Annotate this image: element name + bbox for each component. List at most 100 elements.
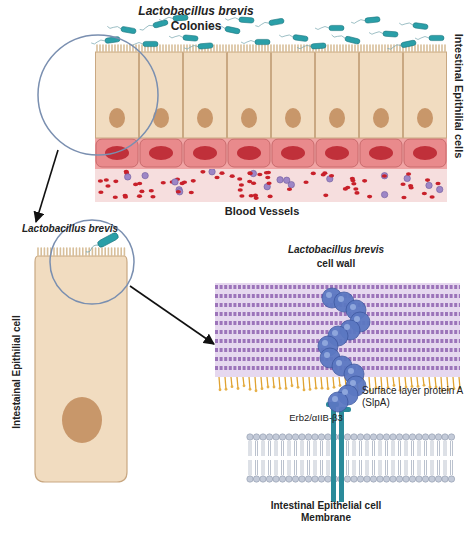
lipid-tail <box>426 441 427 456</box>
white-blood-cell <box>381 191 387 197</box>
white-blood-cell <box>437 186 443 192</box>
microvillus <box>294 45 296 52</box>
microvillus <box>108 45 110 52</box>
microvillus <box>141 45 143 52</box>
red-blood-cell <box>265 176 270 180</box>
microvillus <box>306 45 308 52</box>
red-blood-cell <box>139 190 144 194</box>
microvillus <box>165 45 167 52</box>
lipid-head <box>429 476 435 482</box>
lipid-head <box>383 476 389 482</box>
white-blood-cell <box>142 172 148 178</box>
microvillus <box>279 45 281 52</box>
white-blood-cell <box>277 177 283 183</box>
microvillus <box>354 45 356 52</box>
microvillus <box>60 248 62 256</box>
microvillus <box>342 45 344 52</box>
lipid-tail <box>288 441 289 456</box>
microvillus <box>124 248 126 256</box>
microvillus <box>432 45 434 52</box>
bacteria-colony <box>91 15 444 51</box>
lipid-tail <box>257 441 258 456</box>
microvillus <box>99 45 101 52</box>
microvillus <box>240 45 242 52</box>
lipid-tail <box>418 460 419 475</box>
red-blood-cell <box>150 195 155 199</box>
microvillus <box>79 248 81 256</box>
flagellum <box>297 45 311 49</box>
flagellum <box>351 19 365 23</box>
bacterium <box>315 25 344 30</box>
surface-chain-end <box>249 388 252 391</box>
text-label: Surface layer protein A (SlpA) <box>362 385 474 409</box>
protein-highlight <box>324 352 330 358</box>
lipid-tail <box>381 441 382 456</box>
bacterium <box>297 43 326 50</box>
protein-highlight <box>336 360 342 366</box>
lipid-tail <box>249 441 250 456</box>
microvillus <box>366 45 368 52</box>
lipid-head <box>305 476 311 482</box>
lipid-head <box>344 434 350 440</box>
epithelial-nucleus <box>62 397 102 443</box>
epithelium-layer <box>95 45 447 202</box>
microvillus <box>252 45 254 52</box>
microvillus <box>351 45 353 52</box>
bacterium <box>241 39 270 44</box>
flagellum <box>91 39 105 44</box>
lipid-tail <box>450 460 451 475</box>
bacterium-body <box>401 40 417 48</box>
lipid-tail <box>320 460 321 475</box>
microvillus <box>104 248 106 256</box>
bacterium <box>351 17 380 25</box>
lipid-tail <box>368 441 369 456</box>
microvillus <box>98 248 100 256</box>
flagellum <box>331 33 345 39</box>
microvillus <box>95 248 97 256</box>
protein-highlight <box>350 304 356 310</box>
lipid-tail <box>366 441 367 456</box>
endothelial-cell <box>360 139 402 167</box>
surface-chain <box>279 377 280 388</box>
bacterium <box>84 232 119 255</box>
microvillus <box>282 45 284 52</box>
lipid-tail <box>431 441 432 456</box>
flagellum <box>279 34 293 39</box>
white-blood-cell <box>284 177 290 183</box>
lipid-tail <box>290 441 291 456</box>
white-blood-cell <box>381 173 387 179</box>
microvillus <box>228 45 230 52</box>
flagellum <box>241 41 255 44</box>
cell-wall-band <box>215 283 460 377</box>
microvillus <box>336 45 338 52</box>
single-epithelial-cell <box>35 232 127 482</box>
microvillus <box>429 45 431 52</box>
lipid-tail <box>420 441 421 456</box>
red-blood-cell <box>435 182 440 186</box>
red-blood-cell <box>345 186 350 190</box>
lipid-head <box>370 476 376 482</box>
lipid-tail <box>281 441 282 456</box>
lipid-tail <box>346 460 347 475</box>
lipid-head <box>247 434 253 440</box>
lipid-tail <box>433 441 434 456</box>
bacterium-body <box>143 41 158 46</box>
endothelial-nucleus <box>369 146 393 160</box>
endothelial-cell <box>316 139 358 167</box>
surface-chain <box>249 377 250 389</box>
epithelial-cell <box>140 52 183 138</box>
protein-highlight <box>338 296 344 302</box>
lipid-head <box>396 476 402 482</box>
lipid-tail <box>264 441 265 456</box>
surface-chain-end <box>237 387 240 390</box>
red-blood-cell <box>189 191 194 195</box>
lipid-head <box>305 434 311 440</box>
microvillus <box>117 248 119 256</box>
microvillus <box>216 45 218 52</box>
surface-chain-end <box>267 386 270 389</box>
microvillus <box>186 45 188 52</box>
microvillus <box>243 45 245 52</box>
lipid-head <box>448 434 454 440</box>
microvillus <box>246 45 248 52</box>
lipid-head <box>292 476 298 482</box>
